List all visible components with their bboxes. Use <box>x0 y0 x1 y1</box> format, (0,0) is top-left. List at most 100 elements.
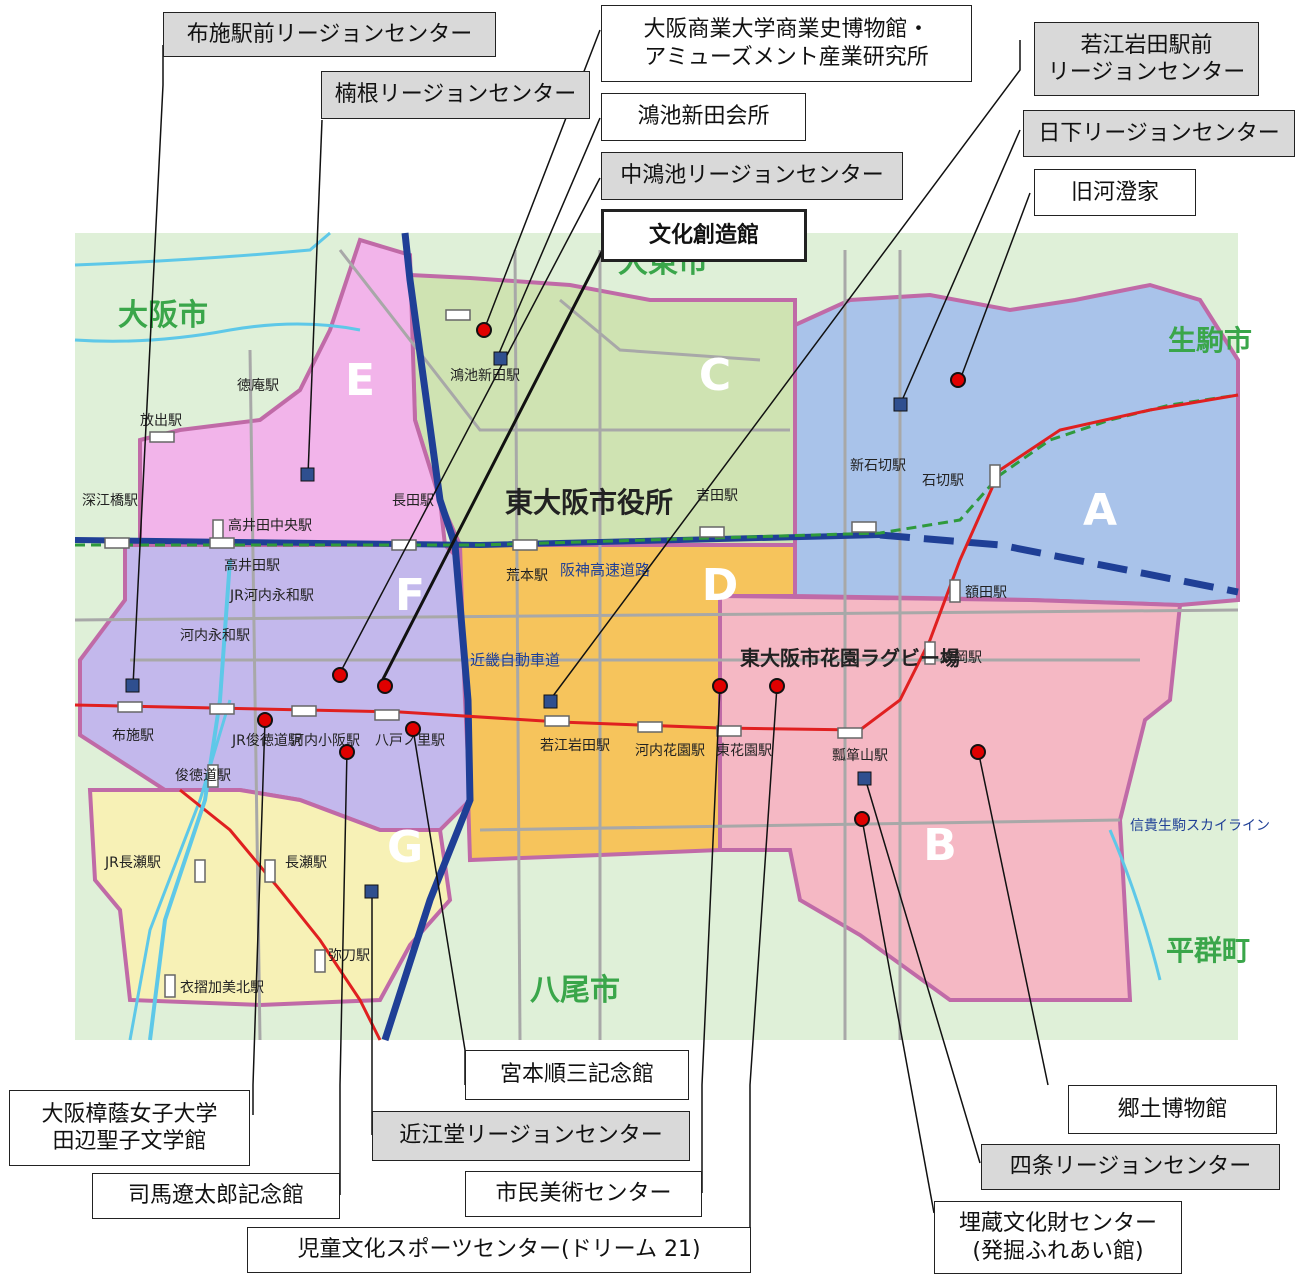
rc-square-shijo <box>857 771 872 786</box>
facility-dot-kyodo <box>970 744 986 760</box>
station-takaida: 高井田駅 <box>224 557 280 574</box>
station-takaidachuo: 高井田中央駅 <box>228 517 312 534</box>
label-maizo: 埋蔵文化財センター(発掘ふれあい館) <box>934 1201 1182 1274</box>
station-jr-kawachieiwa: JR河内永和駅 <box>229 588 314 604</box>
facility-dot-dream <box>769 678 785 694</box>
river <box>128 699 232 1041</box>
station-mito: 弥刀駅 <box>328 947 370 964</box>
facility-dot-bijutsu <box>712 678 728 694</box>
rc-square-kusune <box>300 467 315 482</box>
station-markers <box>104 309 1001 998</box>
vertical-neighbor-labels: 生駒市 平群町 <box>1166 324 1252 967</box>
label-konoike-kaisho: 鴻池新田会所 <box>601 93 806 141</box>
jr-osaka-higashi-line <box>148 559 232 1041</box>
label-fuse-rc: 布施駅前リージョンセンター <box>163 12 496 57</box>
skyline-label: 信貴生駒スカイライン <box>1130 818 1270 834</box>
facility-dot-shiba <box>332 667 348 683</box>
label-miyamoto: 宮本順三記念館 <box>465 1050 689 1100</box>
facility-dot-miyamoto <box>405 721 421 737</box>
river <box>74 231 331 267</box>
station-yoshita: 吉田駅 <box>696 488 738 504</box>
label-shijo-rc: 四条リージョンセンター <box>981 1144 1280 1190</box>
region-letter-d: D <box>702 560 739 611</box>
station-fuse: 布施駅 <box>112 728 154 744</box>
station-wakaeiwata: 若江岩田駅 <box>540 738 610 754</box>
leader-lines <box>132 29 1049 1235</box>
river <box>74 322 361 343</box>
station-kire: 衣摺加美北駅 <box>180 980 264 996</box>
station-labels: 徳庵駅 放出駅 深江橋駅 高井田中央駅 高井田駅 長田駅 鴻池新田駅 吉田駅 新… <box>82 368 1007 996</box>
region-G <box>87 788 453 1008</box>
station-kawachikosaka: 河内小阪駅 <box>290 733 360 749</box>
station-hanaten: 放出駅 <box>140 413 182 429</box>
facility-dot-kawazumi <box>950 372 966 388</box>
rc-square-kusaka <box>893 397 908 412</box>
label-bijutsu: 市民美術センター <box>465 1171 702 1217</box>
facility-dot-bunka <box>377 678 393 694</box>
label-shoin: 大阪樟蔭女子大学田辺聖子文学館 <box>9 1090 250 1166</box>
label-kusune-rc: 楠根リージョンセンター <box>321 71 590 119</box>
station-shinishikiri: 新石切駅 <box>850 458 906 474</box>
hanshin-expressway-planned <box>879 531 1239 596</box>
region-letter-b: B <box>923 820 957 871</box>
label-bunka: 文化創造館 <box>601 209 807 262</box>
region-letters: A B C D E F G <box>345 350 1117 873</box>
station-konoike: 鴻池新田駅 <box>450 368 520 384</box>
station-nagata: 長田駅 <box>392 493 434 509</box>
facility-dot-shoin <box>257 712 273 728</box>
station-aramoto: 荒本駅 <box>506 568 548 584</box>
kinki-expressway-label: 近畿自動車道 <box>470 651 560 669</box>
station-kawachieiwa: 河内永和駅 <box>180 628 250 644</box>
osaka-city-label: 大阪市 <box>118 298 208 333</box>
region-letter-g: G <box>387 822 423 873</box>
rc-square-wakae <box>543 694 558 709</box>
kintetsu-line <box>74 393 1239 732</box>
station-shuntokumichi: 俊徳道駅 <box>175 768 231 784</box>
heguri-label: 平群町 <box>1166 934 1250 967</box>
station-jr-shuntokumichi: JR俊徳道駅 <box>231 733 302 749</box>
station-tokuan: 徳庵駅 <box>237 377 279 394</box>
label-shogyo-museum: 大阪商業大学商業史博物館・アミューズメント産業研究所 <box>601 5 972 82</box>
station-ishikiri: 石切駅 <box>922 473 964 489</box>
station-yaenosato: 八戸ノ里駅 <box>375 733 445 749</box>
kintetsu-osaka-line <box>179 788 382 1041</box>
station-nukata: 額田駅 <box>965 585 1007 601</box>
station-jr-nagase: JR長瀬駅 <box>104 855 161 871</box>
river <box>1108 829 1162 981</box>
facility-dots <box>257 322 986 827</box>
kinki-expressway <box>381 232 474 1042</box>
rc-squares <box>125 351 908 899</box>
label-ohmido-rc: 近江堂リージョンセンター <box>372 1111 690 1161</box>
label-dream: 児童文化スポーツセンター(ドリーム 21) <box>247 1227 751 1273</box>
station-kawachihanazono: 河内花園駅 <box>635 743 705 759</box>
facility-dot-shogyo <box>476 322 492 338</box>
region-letter-a: A <box>1083 485 1117 536</box>
region-letter-c: C <box>699 350 731 401</box>
station-hyotanyama: 瓢箪山駅 <box>832 747 888 764</box>
label-kyodo: 郷土博物館 <box>1068 1085 1277 1134</box>
rc-square-fuse <box>125 678 140 693</box>
station-higashihanazono: 東花園駅 <box>716 743 772 759</box>
station-fukaebashi: 深江橋駅 <box>82 493 138 509</box>
rc-square-nakakonoike <box>493 351 508 366</box>
region-letter-f: F <box>395 570 425 621</box>
stadium-label: 東大阪市花園ラグビー場 <box>740 646 960 670</box>
region-letter-e: E <box>345 355 375 406</box>
station-hiraoka: 枚岡駅 <box>940 650 982 666</box>
expressway-label: 阪神高速道路 <box>560 561 650 579</box>
ikoma-label-1: 生駒市 <box>1168 324 1252 357</box>
city-hall-label: 東大阪市役所 <box>505 486 673 519</box>
label-kusaka-rc: 日下リージョンセンター <box>1023 110 1295 157</box>
label-kawazumi: 旧河澄家 <box>1034 169 1196 216</box>
facility-dot-shiba-2 <box>339 744 355 760</box>
label-nakakonoike-rc: 中鴻池リージョンセンター <box>601 152 903 200</box>
rc-square-ohmido <box>364 884 379 899</box>
facility-dot-maizo <box>854 811 870 827</box>
region-B <box>718 593 1183 1002</box>
roads <box>74 249 1239 1041</box>
station-nagase: 長瀬駅 <box>285 855 327 871</box>
label-shiba: 司馬遼太郎記念館 <box>92 1173 340 1219</box>
bunka-leader-line <box>378 239 610 686</box>
